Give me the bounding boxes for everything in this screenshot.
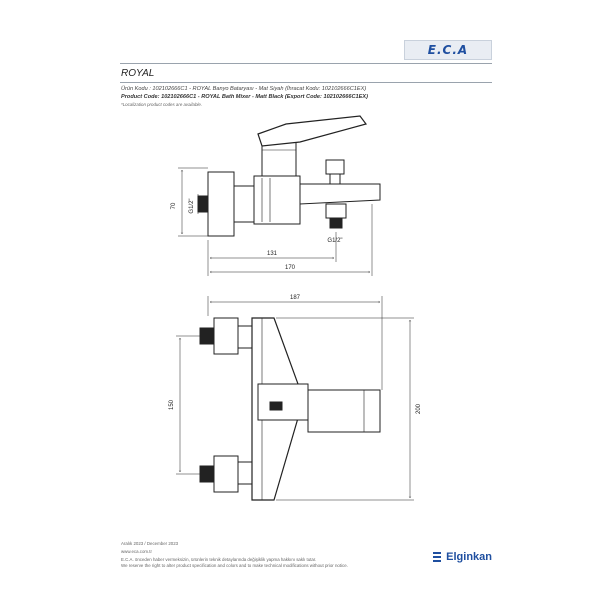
elginkan-brand: Elginkan [433,551,492,563]
lower-flange [213,455,239,493]
spout [299,183,381,205]
elginkan-logo-icon [433,552,443,562]
body-logo-mark [269,401,283,411]
dim-total-depth: 170 [285,265,296,271]
localization-note: *Localization product codes are availabl… [121,102,203,107]
diverter-knob [325,159,345,175]
footer-date: Aralık 2023 / December 2023 [121,541,179,546]
inlet-fitting [197,195,209,213]
footer-url[interactable]: www.eca.com.tr [121,549,152,554]
front-lever [257,383,309,421]
footer-note-tr: E.C.A. önceden haber vermeksizin, ürünle… [121,557,317,562]
dim-inlet-thread: G1/2" [189,198,195,213]
title-rule [120,82,492,83]
side-view-dimensions [178,167,373,276]
lower-inlet [199,465,215,483]
mixer-body [253,175,301,225]
dim-depth-outlet: 131 [267,251,278,257]
outlet-thread [329,217,343,229]
front-view [199,317,381,501]
dim-inlet-spacing: 150 [169,399,175,410]
brand-name: Elginkan [446,551,492,563]
upper-inlet [199,327,215,345]
shower-outlet [325,203,347,219]
eccentric-connector [233,185,255,223]
dim-total-width: 187 [290,295,301,301]
product-code-tr: Ürün Kodu : 102102666C1 - ROYAL Banyo Ba… [121,86,367,92]
footer-note-en: We reserve the right to alter product sp… [121,563,348,568]
dim-total-height: 200 [416,403,422,414]
product-code-en: Product Code: 102102666C1 - ROYAL Bath M… [121,94,368,100]
wall-plate [207,171,235,237]
upper-flange [213,317,239,355]
eca-logo: E.C.A [404,40,492,60]
front-view-dimensions [176,296,414,501]
header-rule [120,63,492,64]
front-spout [307,389,381,433]
side-view [197,115,381,237]
header-bar: E.C.A [120,36,492,64]
dim-height-side: 70 [171,202,177,209]
product-title: ROYAL [121,68,155,79]
lever-handle [257,115,368,147]
dim-outlet-thread: G1/2" [327,238,342,244]
